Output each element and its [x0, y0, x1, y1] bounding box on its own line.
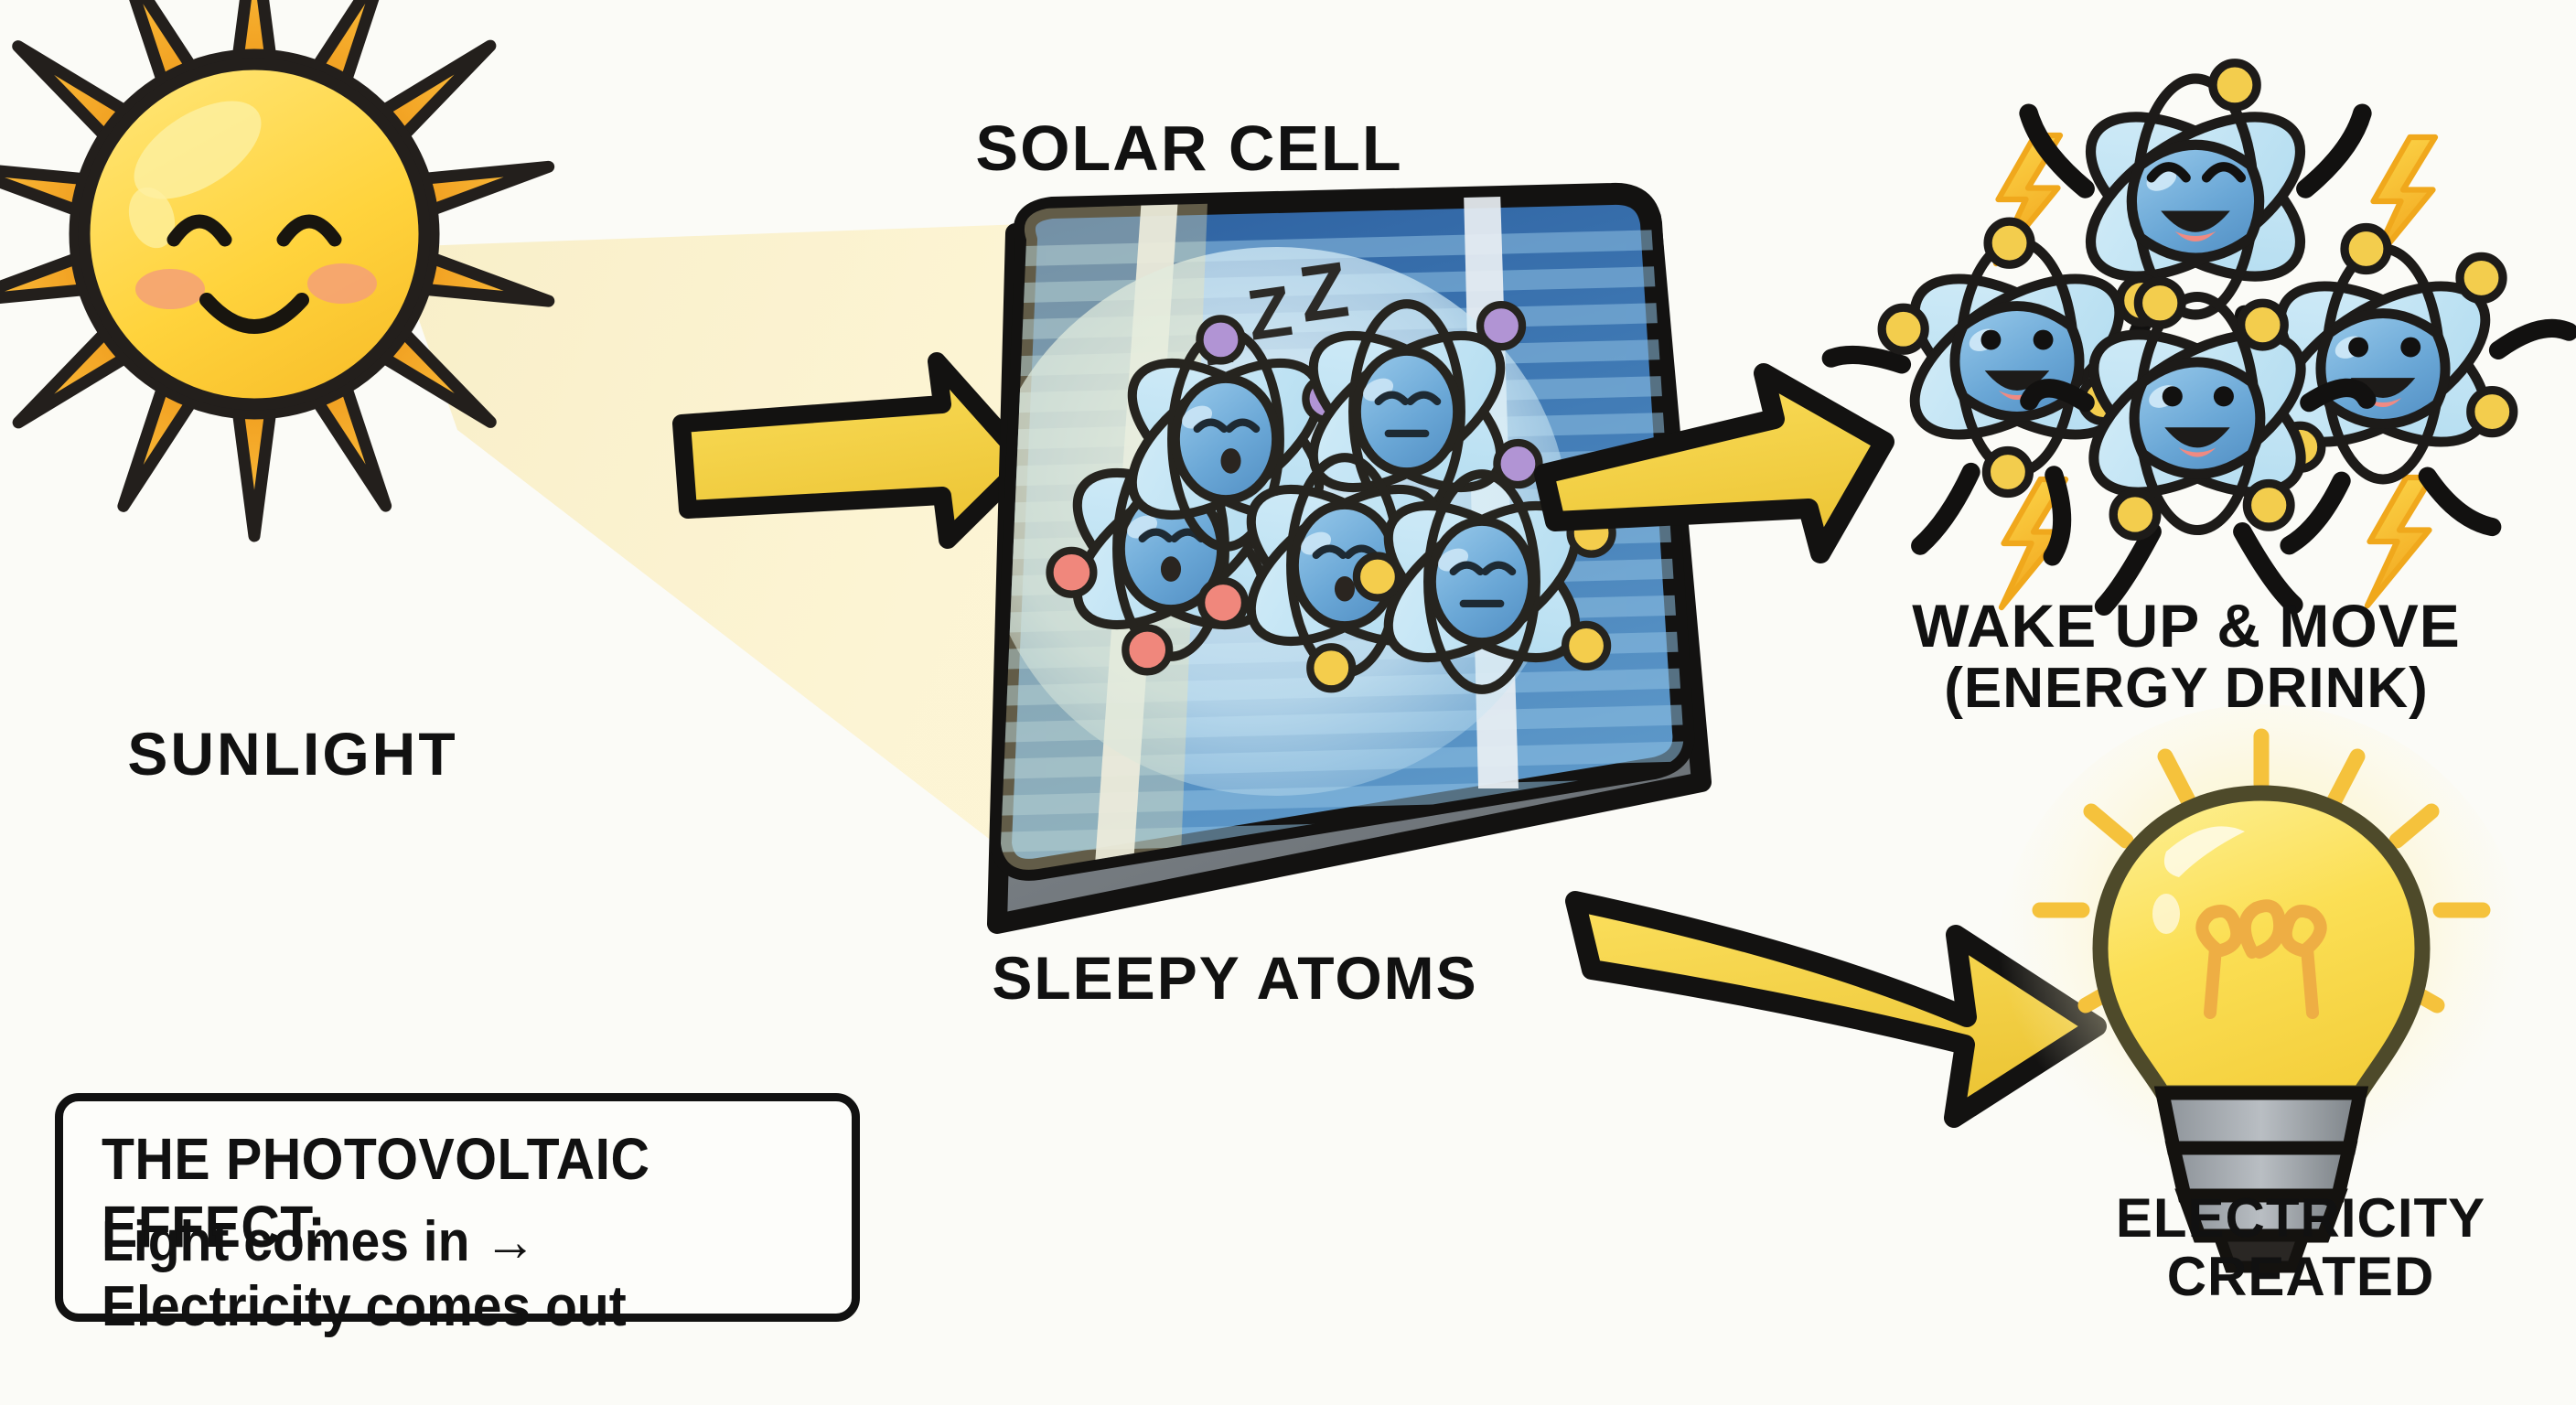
happy-face: [2146, 162, 2247, 242]
caption-subtitle: Light comes in → Electricity comes out: [102, 1210, 627, 1338]
label-solar-cell: SOLAR CELL: [975, 113, 1403, 184]
filament: [2195, 899, 2327, 1019]
caption-box: THE PHOTOVOLTAIC EFFECT: Light comes in …: [55, 1093, 860, 1338]
label-wake-up-move: WAKE UP & MOVE(ENERGY DRINK): [1811, 592, 2561, 720]
sleepy-atom-icon: [1226, 457, 1464, 693]
sun-face: [135, 214, 377, 334]
bulb-rays: [2032, 728, 2491, 1014]
happy-atom-icon: [2020, 276, 2377, 617]
sleepy-atom-icon: [1288, 304, 1543, 520]
caption-title: THE PHOTOVOLTAIC EFFECT:: [102, 1126, 650, 1260]
light-beam: [393, 224, 1025, 842]
sun-icon: [0, 0, 555, 542]
label-wake-up-line2: (ENERGY DRINK): [1944, 656, 2429, 720]
solar-panel-icon: z Z Z: [987, 182, 1712, 934]
light-bulb-icon: [1996, 704, 2527, 1273]
arrow-right-icon: [672, 352, 1036, 549]
happy-face: [2162, 386, 2234, 457]
label-electricity-line2: CREATED: [2166, 1245, 2435, 1307]
label-wake-up-line1: WAKE UP & MOVE: [1912, 592, 2461, 660]
sleepy-atoms-group: [1046, 304, 1616, 693]
label-sleepy-atoms: SLEEPY ATOMS: [992, 944, 1478, 1012]
sleepy-atom-icon: [1046, 441, 1291, 676]
label-sunlight: SUNLIGHT: [127, 720, 458, 788]
happy-atoms-group: [1821, 59, 2576, 617]
label-electricity-line1: ELECTRICITY: [2115, 1187, 2486, 1249]
bulb-base: [2153, 1086, 2369, 1273]
arrow-up-right-icon: [1534, 363, 1894, 563]
